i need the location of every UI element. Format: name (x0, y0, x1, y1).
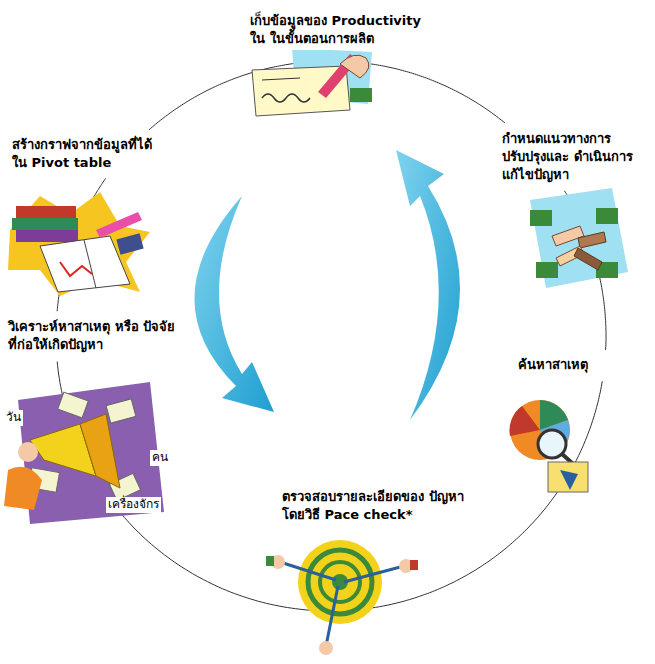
step-box: ตรวจสอบรายละเอียดของ ปัญหาโดยวิธี Pace c… (278, 486, 478, 526)
megaphone-collage-clipart (4, 382, 164, 524)
step-text: เก็บข้อมูลของ Productivity ใน ในขั้นตอนก… (250, 12, 422, 48)
step-text: ค้นหาสาเหตุ (518, 356, 602, 374)
cycle-arrow-left (194, 196, 274, 412)
step-text: สร้างกราฟจากข้อมูลที่ได้ ใน Pivot table (12, 136, 164, 172)
factor-label: วัน (4, 410, 23, 426)
books-notebook-clipart (8, 192, 150, 296)
step-box: ค้นหาสาเหตุ (514, 354, 606, 376)
step-text: ตรวจสอบรายละเอียดของ ปัญหาโดยวิธี Pace c… (282, 488, 474, 524)
factor-label: คน (150, 450, 170, 466)
step-box: เก็บข้อมูลของ Productivity ใน ในขั้นตอนก… (246, 10, 426, 50)
cheque-pen-clipart (252, 48, 372, 116)
step-box: วิเคราะห์หาสาเหตุ หรือ ปัจจัย ที่ก่อให้เ… (4, 316, 180, 356)
factor-label: เครื่องจักร (106, 497, 161, 513)
step-text: วิเคราะห์หาสาเหตุ หรือ ปัจจัย ที่ก่อให้เ… (8, 318, 176, 354)
step-box: กำหนดแนวทางการปรับปรุงและ ดำเนินการแก้ไข… (498, 128, 652, 187)
pie-magnifier-clipart (509, 400, 588, 492)
step-box: สร้างกราฟจากข้อมูลที่ได้ ใน Pivot table (8, 134, 168, 174)
step-text: กำหนดแนวทางการปรับปรุงและ ดำเนินการแก้ไข… (502, 130, 648, 185)
cycle-arrow-right (396, 150, 460, 420)
joined-hands-clipart (530, 188, 628, 288)
target-darts-clipart (266, 540, 418, 655)
